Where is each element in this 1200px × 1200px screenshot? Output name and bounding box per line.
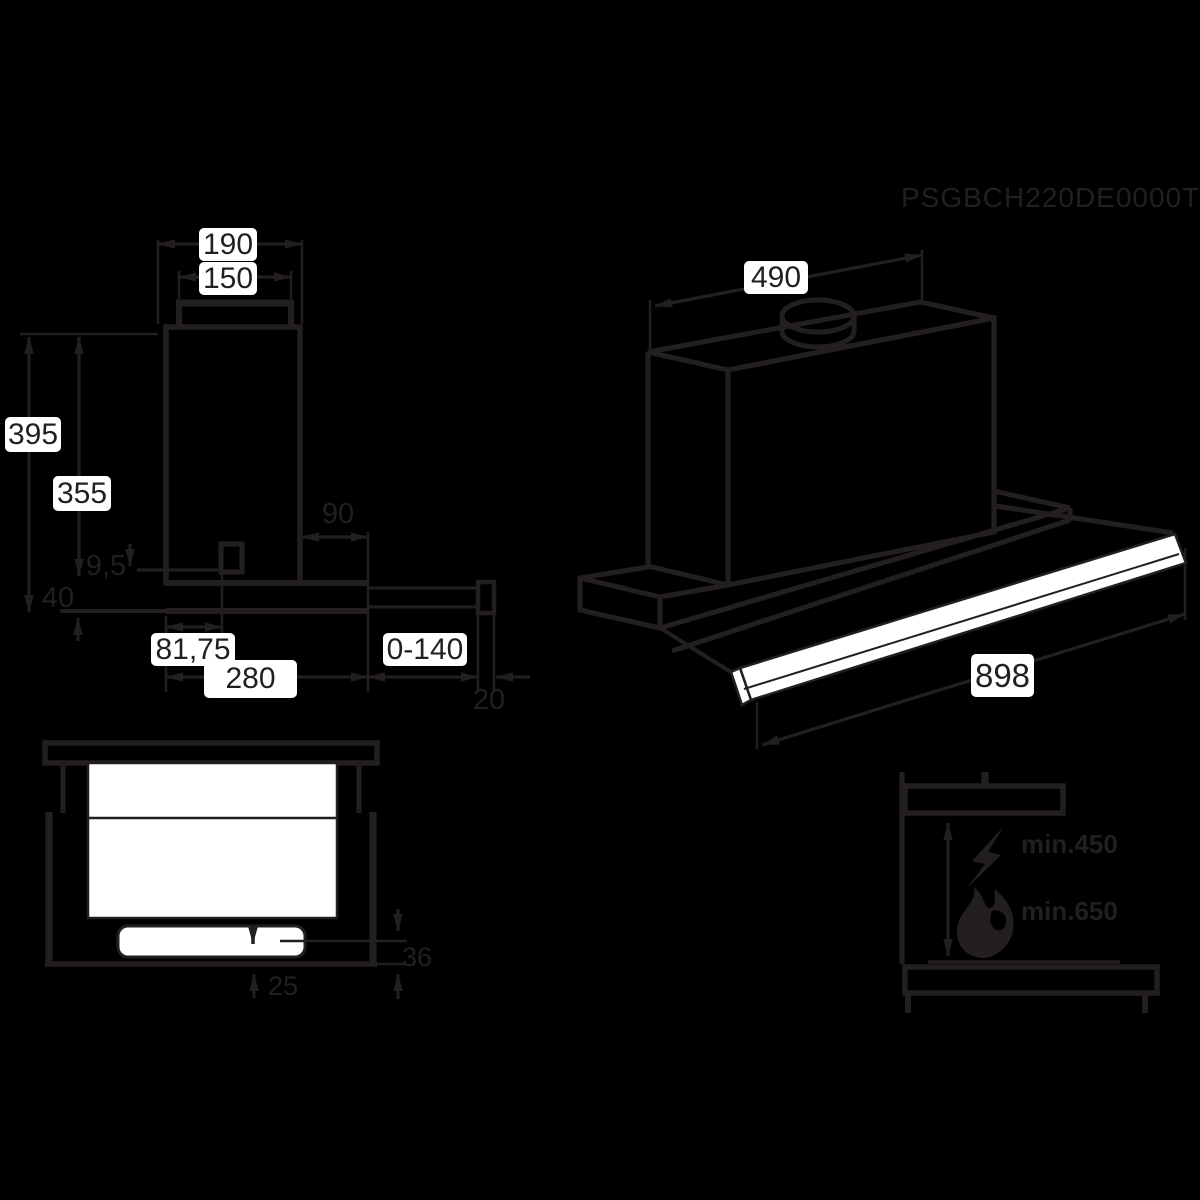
dim-label-25: 25 (267, 971, 299, 1001)
dim-label-40: 40 (41, 582, 75, 614)
visor-body-bottom-edge (659, 505, 1071, 631)
dim-label-190: 190 (199, 228, 257, 261)
lightning-bolt-icon (966, 826, 1004, 889)
pedestal-top-edge (659, 582, 729, 600)
exhaust-collar-walls (779, 316, 857, 331)
worktop-bar (902, 964, 1160, 996)
housing-front-face (725, 314, 997, 589)
min-clearance-electric-label: min.450 (1021, 829, 1118, 859)
dim-label-0-140: 0-140 (383, 633, 467, 666)
dim-label-898: 898 (971, 654, 1034, 697)
flame-icon (956, 887, 1014, 958)
hood-underside-bar (902, 783, 1066, 816)
visor-front-strip (738, 532, 1188, 702)
dim-label-20: 20 (472, 684, 506, 716)
pedestal-box (577, 564, 663, 632)
dim-label-36: 36 (401, 942, 433, 972)
dim-label-490: 490 (744, 261, 808, 294)
telescopic-end-cap (475, 579, 497, 616)
visor-left-edge (658, 626, 733, 674)
visor-strip-seam (743, 553, 1180, 690)
perspective-view (577, 250, 1188, 749)
min-clearance-gas-label: min.650 (1021, 896, 1118, 926)
dim-label-280: 280 (204, 660, 297, 698)
cabinet-top-panel (42, 740, 380, 766)
dim-label-9-5: 9,5 (85, 550, 127, 582)
switch-detail (218, 541, 245, 575)
clearance-view (899, 772, 1160, 1013)
flame-icon-cutout (990, 910, 1007, 931)
visor-right-top-edge (995, 503, 1174, 536)
exhaust-collar-base (779, 330, 857, 350)
housing-left-face (645, 352, 729, 588)
front-view (42, 740, 407, 999)
dim-label-90: 90 (321, 498, 355, 530)
visor-strip-end-cap (729, 666, 753, 707)
dim-label-395: 395 (5, 417, 61, 452)
hood-front-panel (86, 761, 339, 920)
visor-top-front-edge (671, 517, 1071, 654)
housing-top-face (647, 299, 995, 373)
side-view (20, 239, 530, 692)
visor-handle-strip (116, 924, 307, 959)
dim-label-355: 355 (53, 476, 111, 511)
dim-label-150: 150 (199, 262, 257, 295)
body-right-depth-edge (993, 488, 1071, 511)
model-code: PSGBCH220DE0000T (901, 182, 1200, 213)
